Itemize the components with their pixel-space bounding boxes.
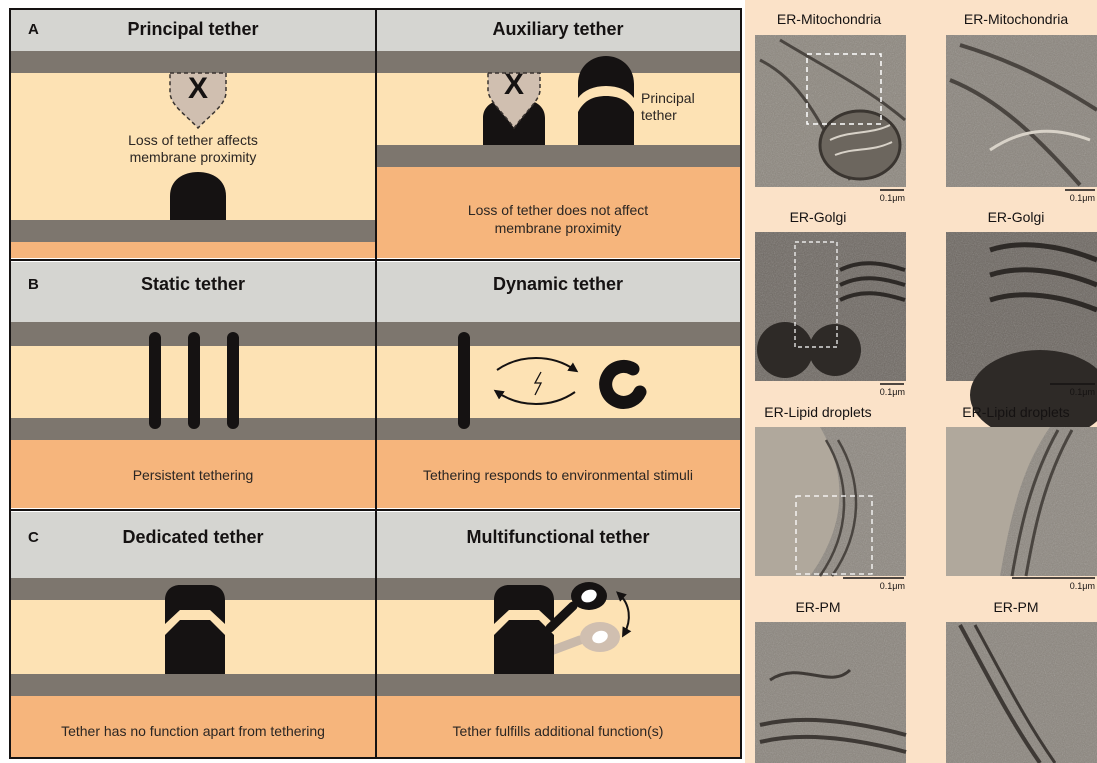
micrograph-title: ER-Golgi <box>988 209 1045 225</box>
micrograph-title: ER-Mitochondria <box>777 11 881 27</box>
lumen <box>10 242 376 258</box>
panel-c-left: Tether has no function apart from tether… <box>10 512 376 758</box>
cell-title: Principal tether <box>127 19 258 39</box>
membrane-bottom <box>376 418 741 440</box>
membrane-bottom <box>376 674 741 696</box>
caption-line-1: Loss of tether affects <box>128 132 258 148</box>
caption-line-2: membrane proximity <box>130 149 257 165</box>
micrograph-image <box>755 35 906 187</box>
cell-title: Multifunctional tether <box>467 527 650 547</box>
membrane-top <box>376 51 741 73</box>
dynamic-tether-rod <box>458 332 470 429</box>
static-tether-rod <box>149 332 161 429</box>
panel-a-left: X Loss of tether affects membrane proxim… <box>10 9 376 258</box>
micrograph-title: ER-PM <box>993 599 1038 615</box>
panel-letter: C <box>28 529 39 546</box>
panel-letter: B <box>28 276 39 293</box>
x-mark-icon: X <box>188 72 208 105</box>
micrograph-image <box>946 427 1097 576</box>
membrane-top <box>10 51 376 73</box>
panel-b-right: Tethering responds to environmental stim… <box>376 262 741 508</box>
cell-title: Dedicated tether <box>122 527 263 547</box>
micrograph-title: ER-Lipid droplets <box>764 404 871 420</box>
micrograph-image <box>755 427 906 576</box>
cell-title: Auxiliary tether <box>492 19 623 39</box>
micrograph-title: ER-Lipid droplets <box>962 404 1069 420</box>
panel-b-left: Persistent tethering B Static tether <box>10 262 376 508</box>
static-tether-rod <box>227 332 239 429</box>
multifunctional-tether-bottom <box>494 620 554 674</box>
micrograph-image <box>755 622 906 763</box>
caption: Tethering responds to environmental stim… <box>423 467 693 483</box>
caption: Tether fulfills additional function(s) <box>453 723 664 739</box>
scale-label: 0.1μm <box>1070 387 1095 397</box>
principal-label-2: tether <box>641 107 677 123</box>
tether-stub <box>170 172 226 220</box>
dedicated-tether-bottom <box>165 620 225 674</box>
micrograph-title: ER-PM <box>795 599 840 615</box>
principal-tether-bottom <box>578 96 634 145</box>
membrane-top <box>376 578 741 600</box>
micrograph-title: ER-Mitochondria <box>964 11 1068 27</box>
micrograph-image <box>946 622 1097 763</box>
scale-label: 0.1μm <box>880 581 905 591</box>
micrograph-image <box>946 35 1097 187</box>
scale-label: 0.1μm <box>880 193 905 203</box>
micrograph-image <box>755 232 906 381</box>
membrane-bottom <box>10 674 376 696</box>
caption: Tether has no function apart from tether… <box>61 723 325 739</box>
cytosol <box>376 600 741 674</box>
cell-title: Dynamic tether <box>493 274 623 294</box>
scale-label: 0.1μm <box>880 387 905 397</box>
membrane-top <box>376 322 741 346</box>
static-tether-rod <box>188 332 200 429</box>
caption-line-1: Loss of tether does not affect <box>468 202 648 218</box>
panel-letter: A <box>28 21 39 38</box>
caption: Persistent tethering <box>133 467 254 483</box>
cytosol <box>376 73 741 145</box>
scale-label: 0.1μm <box>1070 581 1095 591</box>
cytosol <box>376 346 741 418</box>
scale-label: 0.1μm <box>1070 193 1095 203</box>
membrane-bottom <box>10 220 376 242</box>
panel-c-right: Tether fulfills additional function(s) M… <box>376 512 741 758</box>
caption-line-2: membrane proximity <box>495 220 622 236</box>
principal-label-1: Principal <box>641 90 695 106</box>
micrograph-title: ER-Golgi <box>790 209 847 225</box>
micrograph-panel: ER-Mitochondria ER-Mitochondria 0.1μ <box>745 0 1097 763</box>
cell-title: Static tether <box>141 274 245 294</box>
panel-a-right: X Principal tether Loss of tether does n… <box>376 9 741 258</box>
membrane-bottom <box>376 145 741 167</box>
x-mark-icon: X <box>504 68 524 101</box>
